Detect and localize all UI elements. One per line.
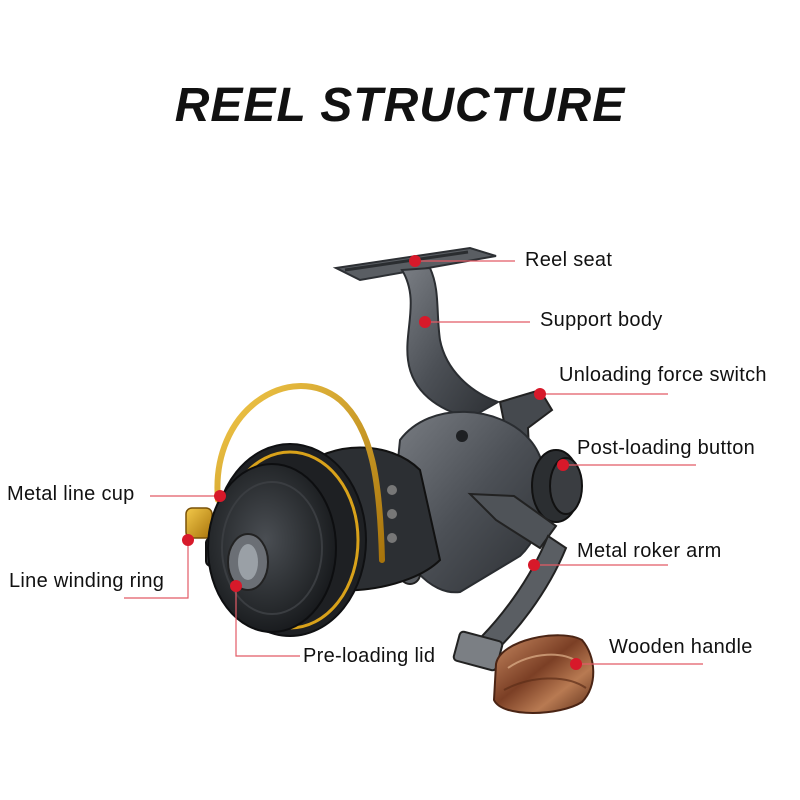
support-body-part xyxy=(400,266,501,420)
label-line-winding-ring: Line winding ring xyxy=(9,570,165,592)
marker-support-body xyxy=(419,316,431,328)
label-metal-line-cup: Metal line cup xyxy=(7,483,135,505)
marker-metal-line-cup xyxy=(214,490,226,502)
label-pre-loading-lid: Pre-loading lid xyxy=(303,645,436,667)
leader-lines xyxy=(124,260,703,665)
marker-wooden-handle xyxy=(570,658,582,670)
marker-unloading-switch xyxy=(534,388,546,400)
marker-metal-roker-arm xyxy=(528,559,540,571)
wooden-handle-part xyxy=(492,634,595,714)
bail-wire-part xyxy=(214,383,385,563)
marker-pre-loading-lid xyxy=(230,580,242,592)
label-metal-roker-arm: Metal roker arm xyxy=(577,540,722,562)
spool-part xyxy=(207,443,367,637)
marker-line-winding-ring xyxy=(182,534,194,546)
marker-reel-seat xyxy=(409,255,421,267)
label-support-body: Support body xyxy=(540,309,663,331)
label-reel-seat: Reel seat xyxy=(525,249,613,271)
marker-post-loading xyxy=(557,459,569,471)
markers xyxy=(182,255,582,670)
handle-arm-part xyxy=(452,492,568,672)
label-post-loading-button: Post-loading button xyxy=(577,437,756,459)
post-loading-knob-part xyxy=(531,449,583,523)
label-wooden-handle: Wooden handle xyxy=(609,636,753,658)
front-drag-knob-part xyxy=(227,533,269,591)
diagram-title: REEL STRUCTURE xyxy=(174,79,626,132)
label-unloading-force-switch: Unloading force switch xyxy=(559,364,767,386)
